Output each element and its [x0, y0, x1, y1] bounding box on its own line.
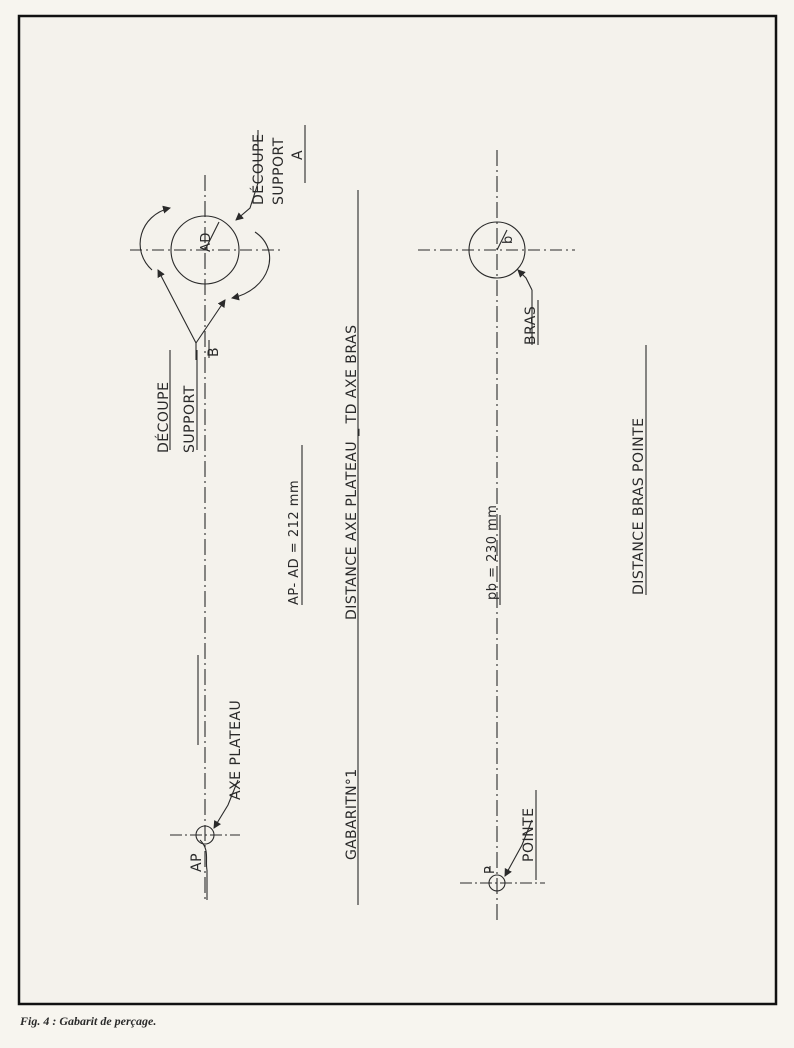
label-decoupe-a-1: DÉCOUPE	[250, 134, 267, 205]
label-decoupe-b-3: B	[206, 347, 222, 357]
label-axe-plateau: AXE PLATEAU	[228, 700, 244, 800]
label-ad: AD	[199, 232, 214, 252]
arc-right	[231, 231, 271, 301]
label-b: b	[501, 235, 516, 244]
label-pointe: POINTE	[521, 808, 537, 862]
label-decoupe-b-2: SUPPORT	[182, 385, 198, 453]
label-p: P	[483, 866, 498, 874]
label-distance-bras-pointe: DISTANCE BRAS POINTE	[631, 417, 647, 595]
label-gabarit: GABARITN°1	[344, 769, 360, 860]
label-distance-plateau-bras: DISTANCE AXE PLATEAU _ TD AXE BRAS	[344, 325, 360, 621]
label-decoupe-a-2: SUPPORT	[271, 137, 287, 205]
arc-left	[139, 205, 171, 271]
label-bras: BRAS	[523, 306, 539, 345]
label-decoupe-b-1: DÉCOUPE	[155, 382, 172, 453]
figure-caption: Fig. 4 : Gabarit de perçage.	[20, 1014, 157, 1028]
circle-ad	[170, 215, 240, 285]
label-ap: AP	[189, 853, 205, 872]
label-pb-distance: pb = 230 mm	[485, 505, 500, 600]
label-ap-ad-distance: AP- AD = 212 mm	[287, 480, 302, 605]
drawing-frame	[17, 14, 778, 1006]
label-decoupe-a-3: A	[290, 150, 306, 160]
